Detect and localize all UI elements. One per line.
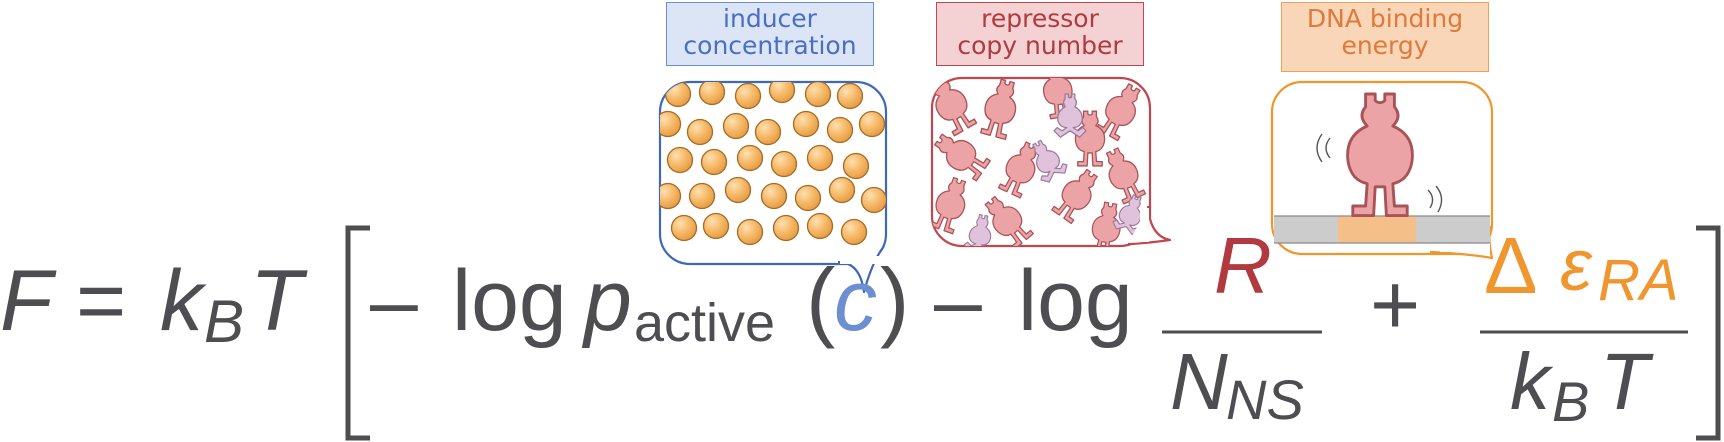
subscript-B: B	[204, 288, 245, 355]
left-bracket	[345, 225, 370, 441]
inducer-molecule	[702, 212, 730, 240]
inducer-molecule	[842, 152, 870, 180]
numerator-epsilon: ε	[1560, 226, 1592, 306]
label-repressor-copy-number: repressor copy number	[936, 2, 1144, 66]
label-dna-line1: DNA binding	[1306, 4, 1464, 33]
inducer-molecule	[734, 82, 762, 110]
inducer-molecule	[698, 82, 726, 106]
inducer-molecule	[836, 82, 864, 110]
minus-sign-2: –	[934, 253, 982, 349]
inducer-molecules	[660, 82, 886, 246]
numerator-delta: Δ	[1484, 221, 1538, 310]
symbol-k: k	[160, 253, 203, 349]
label-repressor-line2: copy number	[957, 31, 1123, 60]
label-dna-binding-energy: DNA binding energy	[1281, 2, 1489, 72]
inducer-molecule	[806, 144, 834, 172]
repressor-bubble	[930, 76, 1172, 248]
inducer-molecule	[700, 148, 728, 176]
denominator-k: k	[1510, 337, 1550, 426]
label-repressor-line1: repressor	[981, 4, 1099, 33]
numerator-R: R	[1214, 221, 1272, 310]
inducer-molecule	[722, 112, 750, 140]
dna-binding-bubble	[1270, 80, 1494, 260]
inducer-molecule	[686, 118, 714, 146]
symbol-equals: =	[76, 253, 127, 349]
inducer-molecule	[768, 82, 796, 104]
inducer-molecule	[804, 82, 832, 108]
inducer-molecule	[736, 144, 764, 172]
subscript-NS: NS	[1226, 368, 1304, 431]
symbol-c: c	[834, 253, 877, 349]
inducer-molecule	[858, 110, 886, 138]
symbol-T: T	[250, 253, 303, 349]
inducer-molecule	[760, 182, 788, 210]
dna-binding-site	[1338, 216, 1416, 243]
denominator-N: N	[1170, 337, 1228, 426]
denominator-subscript-B: B	[1552, 370, 1590, 433]
inducer-molecule	[770, 150, 798, 178]
inducer-molecule	[826, 116, 854, 144]
label-inducer-line1: inducer	[723, 4, 817, 33]
inducer-molecule	[660, 110, 682, 138]
denominator-T: T	[1600, 337, 1649, 426]
inducer-molecule	[724, 176, 752, 204]
label-inducer-line2: concentration	[683, 31, 857, 60]
symbol-F: F	[0, 253, 53, 349]
plus-sign: +	[1370, 257, 1421, 353]
inducer-molecule	[664, 82, 692, 108]
inducer-molecule	[792, 110, 820, 138]
subscript-RA: RA	[1598, 248, 1679, 313]
log-1: log	[452, 253, 567, 349]
inducer-molecule	[660, 182, 682, 210]
minus-sign-1: –	[370, 253, 418, 349]
label-inducer-concentration: inducer concentration	[666, 2, 874, 66]
inducer-molecule	[736, 218, 764, 246]
inducer-molecule	[828, 176, 856, 204]
right-bracket	[1696, 225, 1721, 441]
inducer-molecule	[688, 182, 716, 210]
inducer-molecule	[666, 146, 694, 174]
inducer-molecule	[860, 186, 886, 214]
left-paren: (	[806, 250, 836, 349]
inducer-molecule	[772, 214, 800, 242]
right-paren: )	[880, 250, 910, 349]
subscript-active: active	[634, 293, 776, 353]
inducer-molecule	[670, 214, 698, 242]
inducer-molecule	[840, 218, 868, 246]
inducer-molecule	[754, 118, 782, 146]
log-2: log	[1018, 253, 1133, 349]
label-dna-line2: energy	[1341, 31, 1429, 60]
inducer-bubble	[658, 80, 888, 294]
wiggle-lines	[1316, 133, 1443, 213]
inducer-molecule	[806, 212, 834, 240]
symbol-p: p	[584, 253, 632, 349]
inducer-molecule	[794, 184, 822, 212]
